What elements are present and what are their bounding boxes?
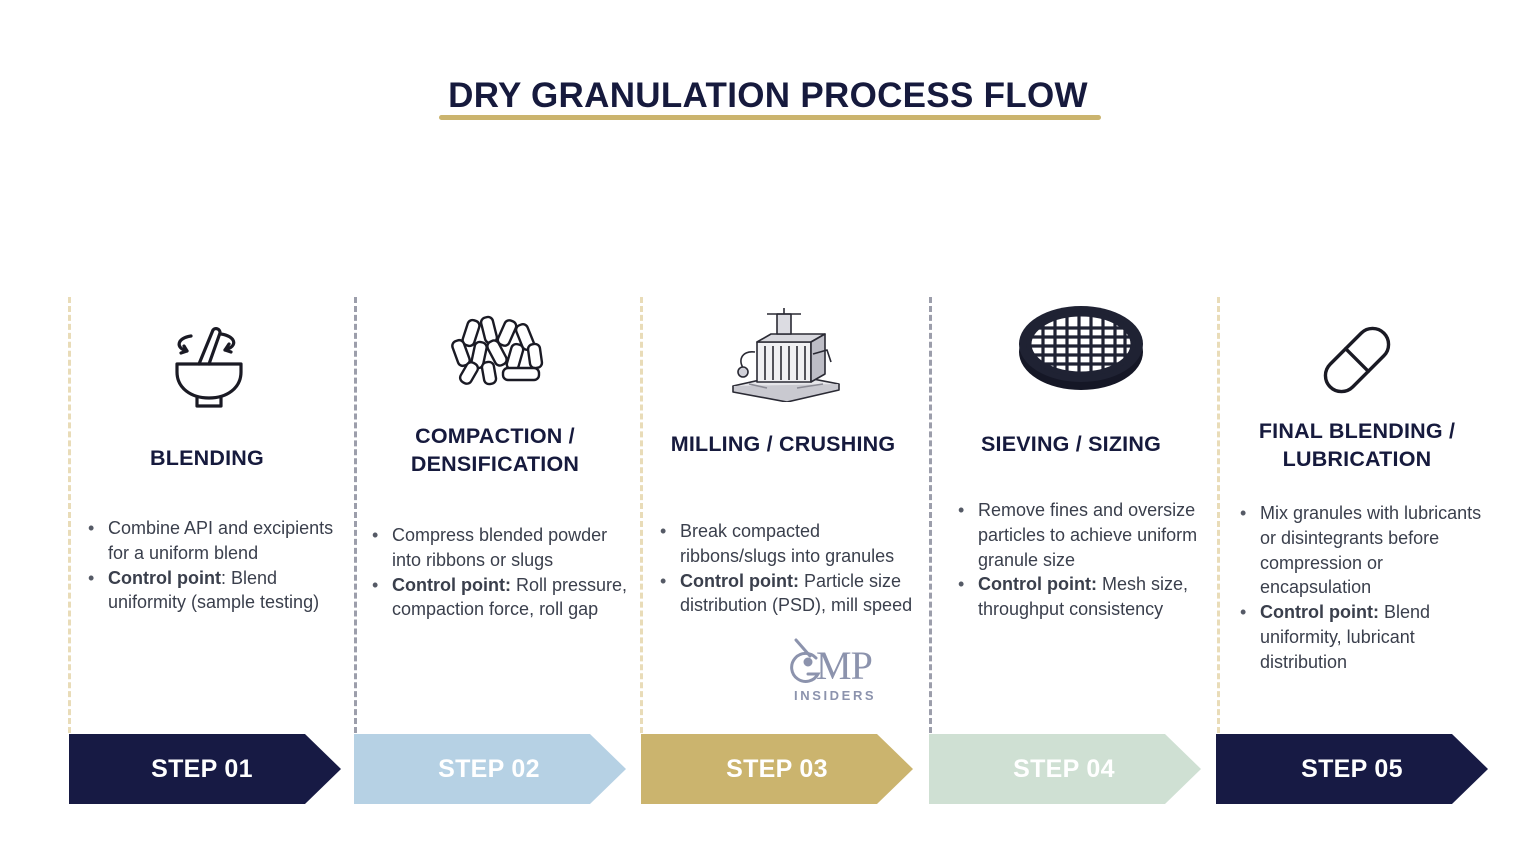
step-arrow-01: STEP 01: [69, 734, 341, 804]
process-step-blending: BLENDING Combine API and excipients for …: [72, 300, 342, 730]
list-item: Control point: Particle size distributio…: [660, 569, 922, 619]
logo-subtitle: INSIDERS: [794, 688, 877, 703]
step-heading-line: BLENDING: [150, 446, 264, 470]
logo-mark-text: MP: [816, 643, 873, 688]
title-area: DRY GRANULATION PROCESS FLOW: [0, 74, 1536, 118]
step-bullet-list: Break compacted ribbons/slugs into granu…: [660, 519, 922, 618]
step-heading: MILLING / CRUSHING: [648, 430, 918, 458]
list-item: Mix granules with lubricants or disinteg…: [1240, 501, 1498, 600]
step-bullet-list: Compress blended powder into ribbons or …: [372, 523, 630, 622]
capsule-icon: [1317, 320, 1397, 400]
control-point-label: Control point:: [978, 574, 1097, 595]
sieve-icon: [1017, 304, 1145, 392]
step-arrow-05: STEP 05: [1216, 734, 1488, 804]
step-bullet-list: Mix granules with lubricants or disinteg…: [1240, 501, 1498, 675]
step-bullet-list: Remove fines and oversize particles to a…: [958, 498, 1198, 622]
list-item: Break compacted ribbons/slugs into granu…: [660, 519, 922, 569]
step-bullet-list: Combine API and excipients for a uniform…: [88, 516, 338, 615]
gmp-insiders-logo: MP INSIDERS: [790, 636, 894, 706]
title-underline: [439, 115, 1101, 120]
step-heading-line: SIEVING / SIZING: [980, 432, 1161, 456]
list-item: Combine API and excipients for a uniform…: [88, 516, 338, 566]
step-arrow-03: STEP 03: [641, 734, 913, 804]
step-heading: FINAL BLENDING / LUBRICATION: [1222, 417, 1492, 473]
control-point-label: Control point: [108, 567, 221, 588]
control-point-label: Control point:: [1260, 602, 1379, 623]
step-label: STEP 02: [438, 755, 540, 783]
step-heading-line: DENSIFICATION: [410, 452, 580, 476]
compacted-slugs-icon: [449, 314, 549, 386]
step-heading: COMPACTION / DENSIFICATION: [360, 422, 630, 478]
control-point-label: Control point:: [680, 570, 799, 591]
milling-machine-icon: [727, 306, 843, 403]
step-label: STEP 03: [726, 755, 828, 783]
step-label: STEP 04: [1013, 755, 1115, 783]
step-heading-line: LUBRICATION: [1282, 447, 1432, 471]
step-arrow-02: STEP 02: [354, 734, 626, 804]
process-step-final-blending: FINAL BLENDING / LUBRICATION Mix granule…: [1222, 300, 1492, 730]
column-divider: [1217, 297, 1220, 733]
step-label: STEP 05: [1301, 755, 1403, 783]
step-heading-line: FINAL BLENDING /: [1258, 419, 1456, 443]
list-item: Control point: Roll pressure, compaction…: [372, 573, 630, 623]
page-title: DRY GRANULATION PROCESS FLOW: [448, 76, 1088, 115]
mortar-pestle-icon: [169, 322, 249, 410]
list-item: Control point: Blend uniformity (sample …: [88, 566, 338, 616]
process-step-compaction: COMPACTION / DENSIFICATION Compress blen…: [360, 300, 630, 730]
process-step-milling: MILLING / CRUSHING Break compacted ribbo…: [648, 300, 918, 730]
step-arrow-04: STEP 04: [929, 734, 1201, 804]
step-heading: SIEVING / SIZING: [936, 430, 1206, 458]
step-heading: BLENDING: [72, 444, 342, 472]
column-divider: [354, 297, 357, 733]
column-divider: [68, 297, 71, 733]
control-point-label: Control point:: [392, 574, 511, 595]
step-heading-line: COMPACTION /: [415, 424, 575, 448]
process-step-sieving: SIEVING / SIZING Remove fines and oversi…: [936, 300, 1206, 730]
column-divider: [929, 297, 932, 733]
step-heading-line: MILLING / CRUSHING: [670, 432, 896, 456]
list-item: Remove fines and oversize particles to a…: [958, 498, 1198, 572]
list-item: Control point: Blend uniformity, lubrica…: [1240, 600, 1498, 674]
list-item: Compress blended powder into ribbons or …: [372, 523, 630, 573]
column-divider: [640, 297, 643, 733]
list-item: Control point: Mesh size, throughput con…: [958, 572, 1198, 622]
step-label: STEP 01: [151, 755, 253, 783]
